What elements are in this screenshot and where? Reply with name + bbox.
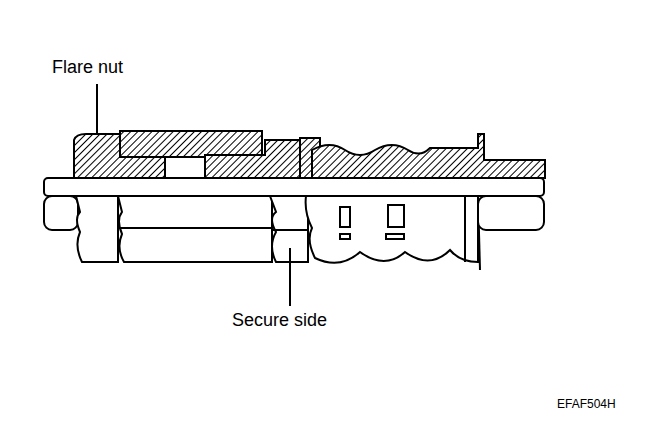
slot xyxy=(386,234,404,239)
tube xyxy=(44,178,544,196)
union-body xyxy=(306,196,478,263)
wrench-jaw-section xyxy=(120,131,262,157)
upper-section-parts xyxy=(74,131,545,178)
hex-edge xyxy=(272,229,308,231)
union-section xyxy=(312,134,545,178)
part-label: Flare nut xyxy=(52,58,123,78)
lower-hex-parts xyxy=(44,196,544,270)
body-edge xyxy=(464,196,466,262)
wrench-section xyxy=(205,140,300,178)
leader-line xyxy=(289,248,291,306)
slot xyxy=(340,207,350,227)
flare-nut-hex xyxy=(76,196,118,262)
hex-edge xyxy=(118,227,272,229)
slot xyxy=(388,205,404,227)
wrench-hex xyxy=(118,196,272,262)
part-label: Secure side xyxy=(232,311,327,331)
tube-end xyxy=(44,196,78,230)
figure-code: EFAF504H xyxy=(557,398,616,411)
tube-end xyxy=(478,196,544,230)
leader-line xyxy=(96,84,98,134)
slot xyxy=(340,234,350,239)
